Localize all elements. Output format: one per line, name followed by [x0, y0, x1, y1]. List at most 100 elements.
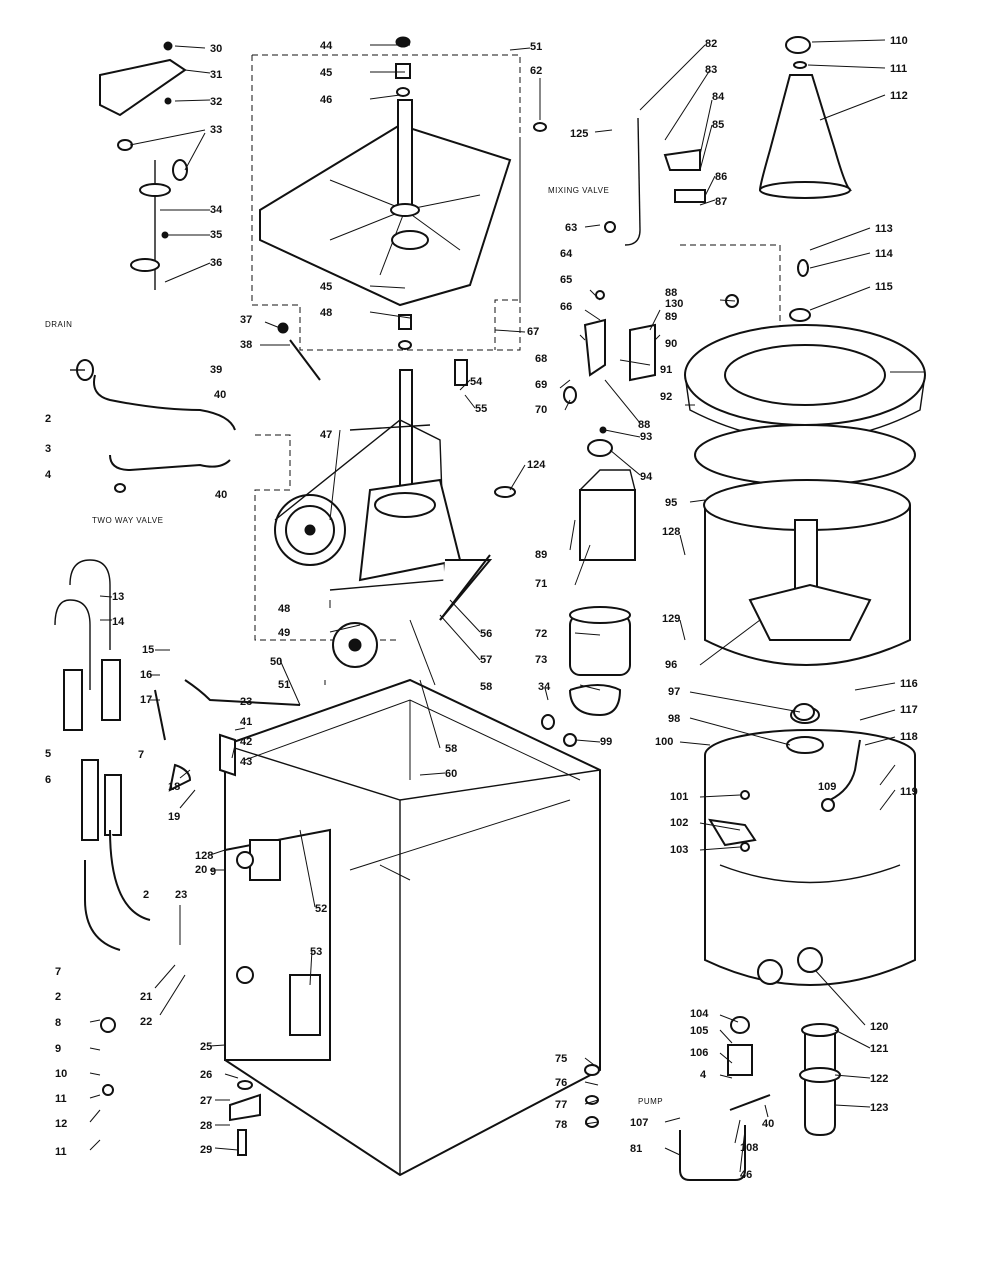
- part-label: 94: [640, 471, 653, 483]
- part-label: 45: [320, 67, 332, 79]
- part-label: 7: [55, 966, 61, 978]
- part-label: 3: [45, 443, 51, 455]
- part-label: 31: [210, 69, 222, 81]
- part-label: 14: [112, 616, 125, 628]
- part-label: 120: [870, 1021, 888, 1033]
- part-label: 51: [530, 41, 542, 53]
- part-label: 51: [278, 679, 290, 691]
- part-label: 7: [138, 749, 144, 761]
- part-label: 86: [715, 171, 727, 183]
- part-label: 73: [535, 654, 547, 666]
- part-label: 6: [45, 774, 51, 786]
- part-label: 33: [210, 124, 222, 136]
- part-label: 2: [143, 889, 149, 901]
- part-label: 109: [818, 781, 836, 793]
- part-label: 28: [200, 1120, 212, 1132]
- part-label: 113: [875, 223, 893, 235]
- part-label: 4: [45, 469, 52, 481]
- part-label: 2: [45, 413, 51, 425]
- part-label: 64: [560, 248, 573, 260]
- transmission-assembly-boundary: [251, 54, 781, 641]
- part-label: 98: [668, 713, 680, 725]
- part-number-labels: 30 31 32 33 34 35 36 37 38 39 40 2 3 4 4…: [45, 35, 918, 1181]
- hoses-left: [54, 359, 236, 1096]
- part-label: 29: [200, 1144, 212, 1156]
- part-label: 100: [655, 736, 673, 748]
- motor-assembly: [569, 426, 636, 717]
- part-label: 130: [665, 298, 683, 310]
- tub-ring-basket: [684, 324, 926, 666]
- part-label: 36: [210, 257, 222, 269]
- part-label: 99: [600, 736, 612, 748]
- part-label: 41: [240, 716, 252, 728]
- part-label: 82: [705, 38, 717, 50]
- part-label: 117: [900, 704, 918, 716]
- note-mixing-valve: MIXING VALVE: [548, 186, 609, 195]
- part-label: 40: [215, 489, 227, 501]
- part-label: 77: [555, 1099, 567, 1111]
- part-label: 40: [214, 389, 226, 401]
- part-label: 108: [740, 1142, 758, 1154]
- part-label: 27: [200, 1095, 212, 1107]
- part-label: 57: [480, 654, 492, 666]
- part-label: 12: [55, 1118, 67, 1130]
- part-label: 92: [660, 391, 672, 403]
- part-label: 15: [142, 644, 154, 656]
- part-label: 13: [112, 591, 124, 603]
- part-label: 76: [555, 1077, 567, 1089]
- part-label: 107: [630, 1117, 648, 1129]
- part-label: 17: [140, 694, 152, 706]
- part-label: 52: [315, 903, 327, 915]
- part-label: 75: [555, 1053, 567, 1065]
- part-label: 4: [700, 1069, 707, 1081]
- part-label: 129: [662, 613, 680, 625]
- pump-drain: [679, 1016, 771, 1181]
- part-label: 58: [480, 681, 492, 693]
- part-label: 9: [210, 866, 216, 878]
- part-label: 2: [55, 991, 61, 1003]
- part-label: 20: [195, 864, 207, 876]
- part-label: 23: [175, 889, 187, 901]
- part-label: 78: [555, 1119, 567, 1131]
- part-label: 38: [240, 339, 252, 351]
- part-label: 42: [240, 736, 252, 748]
- part-label: 47: [320, 429, 332, 441]
- part-label: 121: [870, 1043, 888, 1055]
- part-label: 88: [638, 419, 650, 431]
- part-label: 45: [320, 281, 332, 293]
- part-label: 39: [210, 364, 222, 376]
- agitator-drive-plate: [259, 36, 547, 350]
- cabinet-frame: [224, 678, 601, 1177]
- part-label: 44: [320, 40, 333, 52]
- note-drain: DRAIN: [45, 320, 72, 329]
- part-label: 48: [278, 603, 290, 615]
- leader-lines: [89, 39, 925, 1173]
- part-label: 122: [870, 1073, 888, 1085]
- part-label: 8: [55, 1017, 61, 1029]
- part-label: 34: [210, 204, 223, 216]
- part-label: 62: [530, 65, 542, 77]
- part-label: 89: [665, 311, 677, 323]
- part-label: 116: [900, 678, 918, 690]
- part-label: 111: [890, 63, 907, 75]
- part-label: 35: [210, 229, 222, 241]
- part-label: 66: [560, 301, 572, 313]
- part-label: 32: [210, 96, 222, 108]
- outer-tub: [704, 706, 916, 1137]
- part-label: 9: [55, 1043, 61, 1055]
- part-label: 104: [690, 1008, 709, 1020]
- part-label: 114: [875, 248, 894, 260]
- part-label: 56: [480, 628, 492, 640]
- part-label: 43: [240, 756, 252, 768]
- part-label: 89: [535, 549, 547, 561]
- part-label: 91: [660, 364, 672, 376]
- part-label: 21: [140, 991, 152, 1003]
- part-label: 26: [200, 1069, 212, 1081]
- part-label: 124: [527, 459, 546, 471]
- part-label: 112: [890, 90, 908, 102]
- part-label: 54: [470, 376, 483, 388]
- part-label: 48: [320, 307, 332, 319]
- part-label: 63: [565, 222, 577, 234]
- part-label: 118: [900, 731, 918, 743]
